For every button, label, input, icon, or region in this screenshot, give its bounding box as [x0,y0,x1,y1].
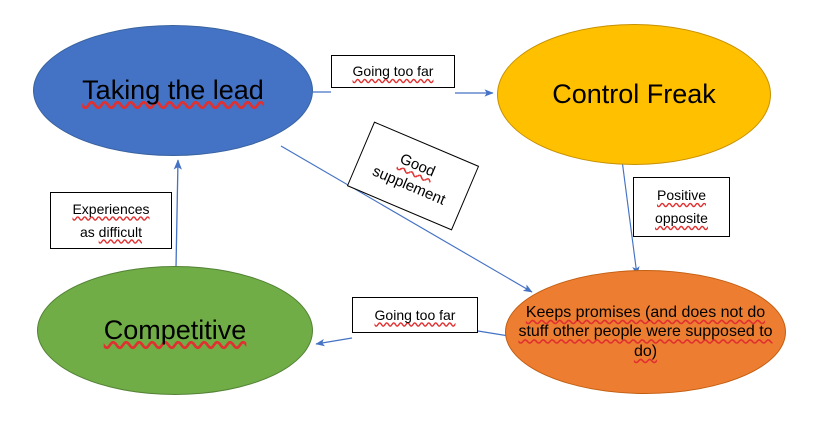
edge-label-going-too-far-top-text: Going too far [352,63,434,80]
edge-label-positive-opposite-line1: Positive [656,187,707,204]
edge-label-experiences-as-difficult-text: Experiences as difficult [72,198,149,243]
edge-label-going-too-far-bottom-text: Going too far [374,306,456,323]
edge-label-positive-opposite-text: Positive opposite [655,184,708,229]
edge-label-going-too-far-bottom[interactable]: Going too far [352,297,478,333]
edge-competitive-to-lead [173,159,182,269]
node-taking-the-lead[interactable]: Taking the lead [33,25,313,156]
edge-label-positive-opposite[interactable]: Positive opposite [633,177,730,237]
node-competitive-label: Competitive [103,315,247,346]
node-competitive[interactable]: Competitive [37,266,313,395]
node-control-freak-label: Control Freak [552,79,716,110]
edge-label-experiences-line1: Experiences [72,200,150,217]
edge-label-good-supplement-text: Good supplement [369,141,457,211]
edge-label-experiences-line2: as difficult [79,223,142,240]
node-keeps-promises[interactable]: Keeps promises (and does not do stuff ot… [505,270,786,394]
node-keeps-promises-label: Keeps promises (and does not do stuff ot… [518,303,773,360]
node-control-freak[interactable]: Control Freak [497,24,771,165]
node-taking-the-lead-label: Taking the lead [82,75,264,106]
edge-label-going-too-far-top[interactable]: Going too far [331,55,455,88]
edge-label-experiences-as-difficult[interactable]: Experiences as difficult [50,192,172,249]
edge-label-good-supplement[interactable]: Good supplement [346,121,480,231]
edge-label-positive-opposite-line2: opposite [655,210,708,226]
edge-keeps-promises-to-competitive-left [315,337,353,347]
